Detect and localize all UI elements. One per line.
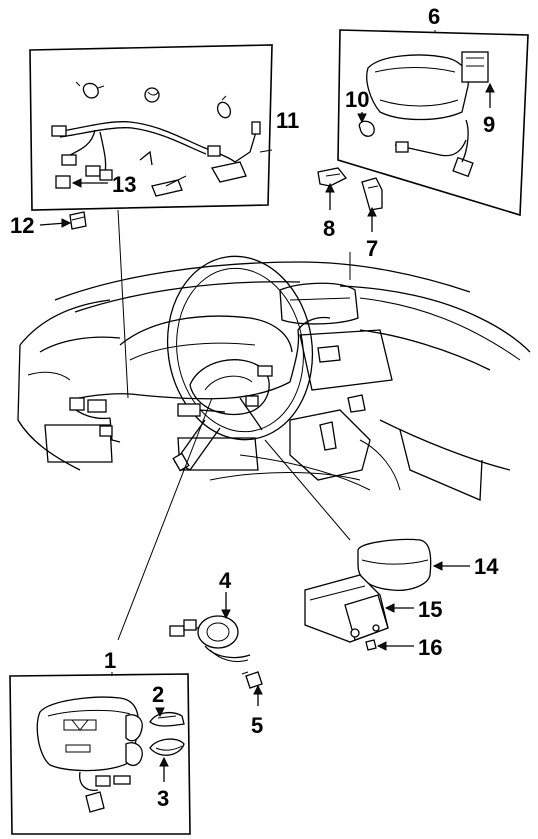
callout-3: 3 (157, 786, 169, 811)
box-driver-airbag (9, 673, 191, 835)
callout-8: 8 (323, 216, 335, 241)
callout-4: 4 (219, 568, 232, 593)
parts-4-5-clock-spring (169, 615, 263, 689)
callout-numbers: 1 2 3 4 5 6 7 8 9 10 11 12 13 14 15 16 (10, 4, 499, 811)
dashboard-illustration (17, 255, 531, 501)
callout-15: 15 (418, 597, 442, 622)
callout-10: 10 (345, 87, 369, 112)
callout-16: 16 (418, 635, 442, 660)
parts-7-8-brackets (317, 167, 383, 211)
callout-1: 1 (104, 648, 116, 673)
part-12-clip (69, 211, 87, 230)
box-passenger-airbag (337, 29, 529, 217)
callout-5: 5 (251, 713, 263, 738)
callout-11: 11 (276, 108, 299, 133)
box-harness-kit (29, 44, 273, 211)
callout-12: 12 (10, 213, 34, 238)
callout-6: 6 (428, 4, 440, 29)
leader-lines (111, 30, 436, 676)
callout-9: 9 (483, 112, 495, 137)
callout-arrows (39, 82, 495, 782)
parts-14-16-module (304, 538, 432, 651)
callout-7: 7 (366, 236, 378, 261)
callout-14: 14 (474, 554, 499, 579)
callout-2: 2 (152, 682, 164, 707)
callout-13: 13 (112, 172, 136, 197)
